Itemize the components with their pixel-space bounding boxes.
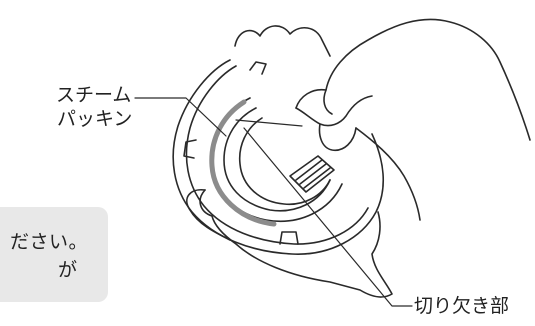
packing-strand <box>236 120 302 126</box>
housing-outer-rim <box>173 60 383 254</box>
upper-hand-knuckles <box>320 124 357 150</box>
steam-packing-label-line-1: スチーム <box>56 86 131 105</box>
rim-detail-top <box>250 62 266 74</box>
upper-hand-fingers <box>296 96 372 126</box>
steam-packing-label-line-2: パッキン <box>57 110 132 129</box>
rim-detail-bottom <box>280 232 298 244</box>
upper-hand-wrist <box>356 128 420 220</box>
upper-hand <box>296 19 530 140</box>
steam-packing-leader <box>135 98 226 136</box>
back-fingers <box>235 26 330 56</box>
chamber-circle <box>240 118 330 204</box>
upper-hand-finger-2 <box>324 90 332 114</box>
notch-label: 切り欠き部 <box>414 297 509 316</box>
